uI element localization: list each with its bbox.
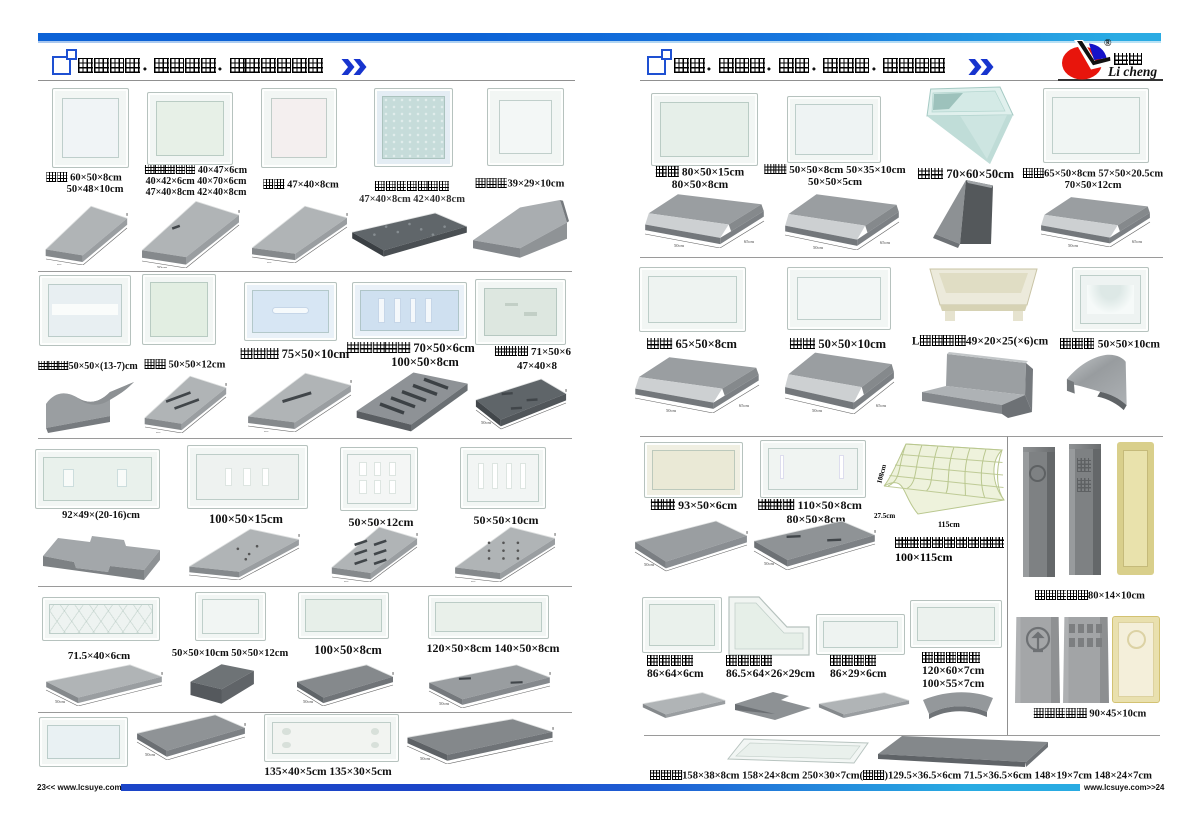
svg-text:50cm: 50cm — [207, 579, 217, 580]
svg-text:50cm: 50cm — [666, 408, 676, 413]
svg-text:8cm: 8cm — [238, 209, 240, 214]
svg-text:50cm: 50cm — [145, 752, 155, 757]
svg-text:65cm: 65cm — [876, 403, 886, 408]
svg-text:65cm: 65cm — [1132, 239, 1142, 244]
svg-text:50cm: 50cm — [157, 265, 167, 268]
svg-text:50cm: 50cm — [264, 430, 274, 432]
svg-text:8cm: 8cm — [554, 532, 556, 537]
svg-text:8cm: 8cm — [416, 532, 418, 537]
svg-text:50cm: 50cm — [267, 261, 277, 263]
svg-text:8cm: 8cm — [874, 529, 876, 534]
svg-text:50cm: 50cm — [813, 245, 823, 250]
svg-text:8cm: 8cm — [552, 726, 554, 731]
svg-text:8cm: 8cm — [746, 530, 748, 535]
svg-text:8cm: 8cm — [549, 671, 551, 676]
svg-text:50cm: 50cm — [1068, 243, 1078, 247]
svg-text:50cm: 50cm — [764, 561, 774, 566]
svg-text:50cm: 50cm — [55, 699, 65, 704]
svg-text:50cm: 50cm — [644, 562, 654, 567]
svg-text:8cm: 8cm — [565, 388, 567, 393]
svg-text:8cm: 8cm — [298, 533, 300, 538]
svg-text:50cm: 50cm — [674, 243, 684, 248]
svg-text:8cm: 8cm — [126, 212, 128, 217]
svg-text:50cm: 50cm — [344, 580, 354, 582]
svg-text:50cm: 50cm — [303, 699, 313, 704]
svg-text:8cm: 8cm — [244, 722, 246, 727]
svg-text:50cm: 50cm — [439, 701, 449, 706]
svg-text:50cm: 50cm — [471, 580, 481, 582]
svg-text:50cm: 50cm — [57, 263, 67, 265]
svg-text:65cm: 65cm — [880, 240, 890, 245]
svg-text:8cm: 8cm — [161, 671, 163, 676]
svg-text:8cm: 8cm — [392, 671, 394, 676]
svg-text:8cm: 8cm — [350, 379, 352, 384]
svg-text:50cm: 50cm — [481, 420, 491, 425]
svg-text:65cm: 65cm — [744, 239, 754, 244]
svg-text:65cm: 65cm — [739, 403, 749, 408]
svg-text:50cm: 50cm — [812, 408, 822, 413]
svg-text:50cm: 50cm — [156, 431, 166, 433]
svg-text:8cm: 8cm — [225, 382, 227, 387]
svg-text:50cm: 50cm — [420, 756, 430, 761]
svg-text:8cm: 8cm — [346, 212, 348, 217]
